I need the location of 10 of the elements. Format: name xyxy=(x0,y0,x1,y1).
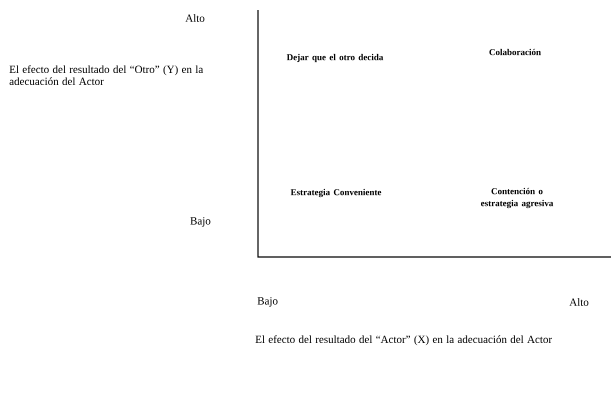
axis-tick-label: Bajo xyxy=(258,297,278,307)
axis-title: El efecto del resultado del “Otro” (Y) en la adecuación del Actor xyxy=(10,65,204,86)
quadrant-label: Estrategia Conveniente xyxy=(290,188,382,198)
axis-tick-label: Bajo xyxy=(190,217,210,227)
axis-tick-label: Alto xyxy=(569,298,588,306)
axis-title: El efecto del resultado del “Actor” (X) en la adecuación del Actor xyxy=(256,335,552,346)
axis-tick-label: Alto xyxy=(185,14,204,22)
quadrant-label: Colaboración xyxy=(489,48,541,56)
quadrant-label: Dejar que el otro decida xyxy=(286,54,384,62)
quadrant-label: Contención o estrategia agresiva xyxy=(481,188,554,208)
